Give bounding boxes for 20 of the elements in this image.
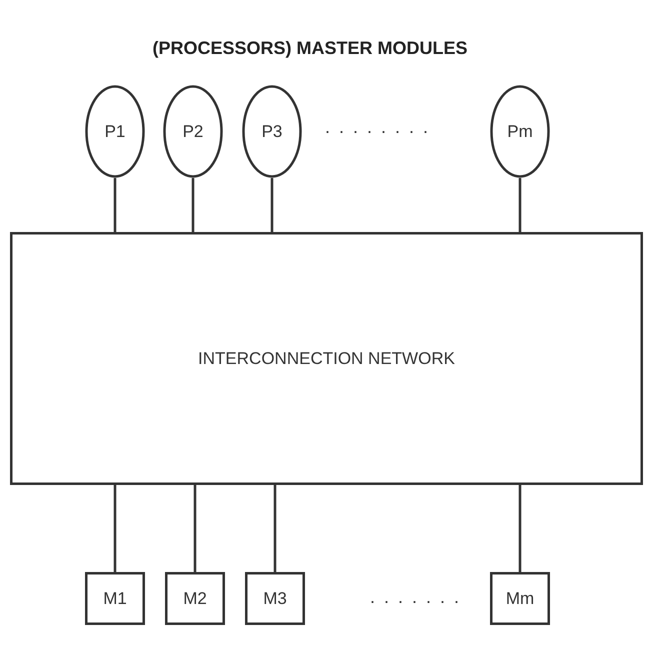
node-label: P1 [104,122,126,142]
node-label: M3 [263,588,287,608]
node-label: M2 [183,588,207,608]
node-label: P3 [262,122,282,142]
node-label: Pm [507,122,533,142]
connector-line [518,485,522,572]
node-label: Mm [506,588,534,608]
connector-line [518,178,522,232]
connector-line [194,485,196,572]
node-label: INTERCONNECTION NETWORK [198,348,455,368]
connector-line [270,178,274,232]
node-label: M1 [103,588,127,608]
ellipsis-dots: . . . . . . . . [325,117,430,138]
connector-line [114,178,116,232]
connector-line [274,485,276,572]
connector-line [114,485,116,572]
connector-line [192,178,194,232]
diagram-title: (PROCESSORS) MASTER MODULES [151,38,469,59]
node-label: P2 [182,122,204,142]
ellipsis-dots: . . . . . . . [370,587,462,608]
